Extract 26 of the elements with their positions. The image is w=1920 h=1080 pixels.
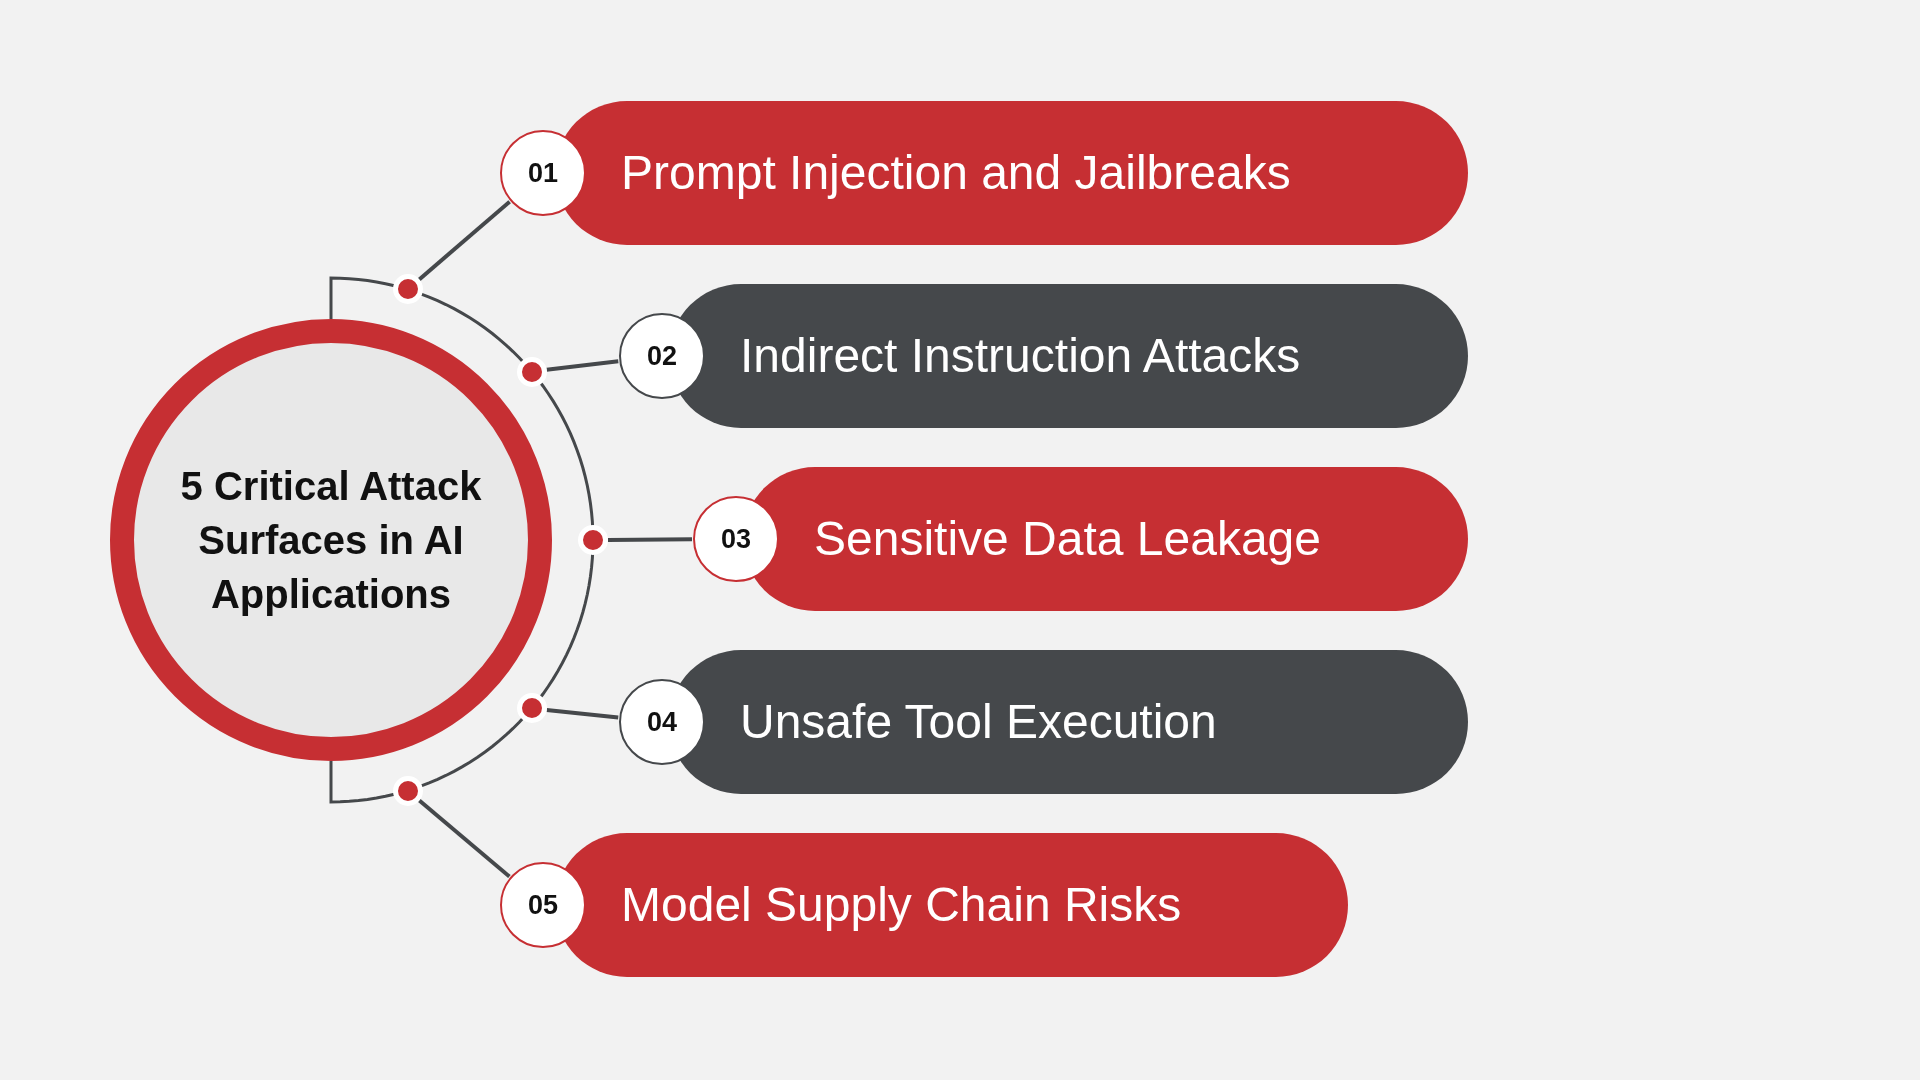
topic-pill — [500, 833, 1348, 977]
connector-line — [546, 708, 619, 720]
junction-dot-icon — [578, 525, 608, 555]
junction-dot-icon — [392, 775, 423, 806]
junction-dot-icon — [392, 274, 423, 305]
step-number: 03 — [720, 523, 751, 555]
connector-line — [546, 359, 619, 372]
topic-label: Prompt Injection and Jailbreaks — [621, 145, 1291, 201]
topic-pill — [619, 650, 1468, 794]
connector-line — [417, 200, 511, 282]
topic-pill — [693, 467, 1468, 611]
step-number-circle — [500, 862, 586, 948]
step-number: 05 — [527, 889, 558, 921]
connector-line — [417, 798, 511, 879]
step-number: 01 — [527, 157, 558, 189]
topic-pill — [500, 101, 1468, 245]
topic-label: Sensitive Data Leakage — [814, 511, 1321, 567]
topic-label: Unsafe Tool Execution — [740, 694, 1217, 750]
step-number-circle — [500, 130, 586, 216]
topic-label: Model Supply Chain Risks — [621, 877, 1182, 933]
connector-line — [607, 537, 692, 542]
hub-title: 5 Critical Attack Surfaces in AI Applications — [179, 463, 483, 618]
step-number: 02 — [646, 340, 677, 372]
step-number: 04 — [646, 706, 677, 738]
topic-pill — [619, 284, 1468, 428]
topic-label: Indirect Instruction Attacks — [740, 328, 1301, 384]
